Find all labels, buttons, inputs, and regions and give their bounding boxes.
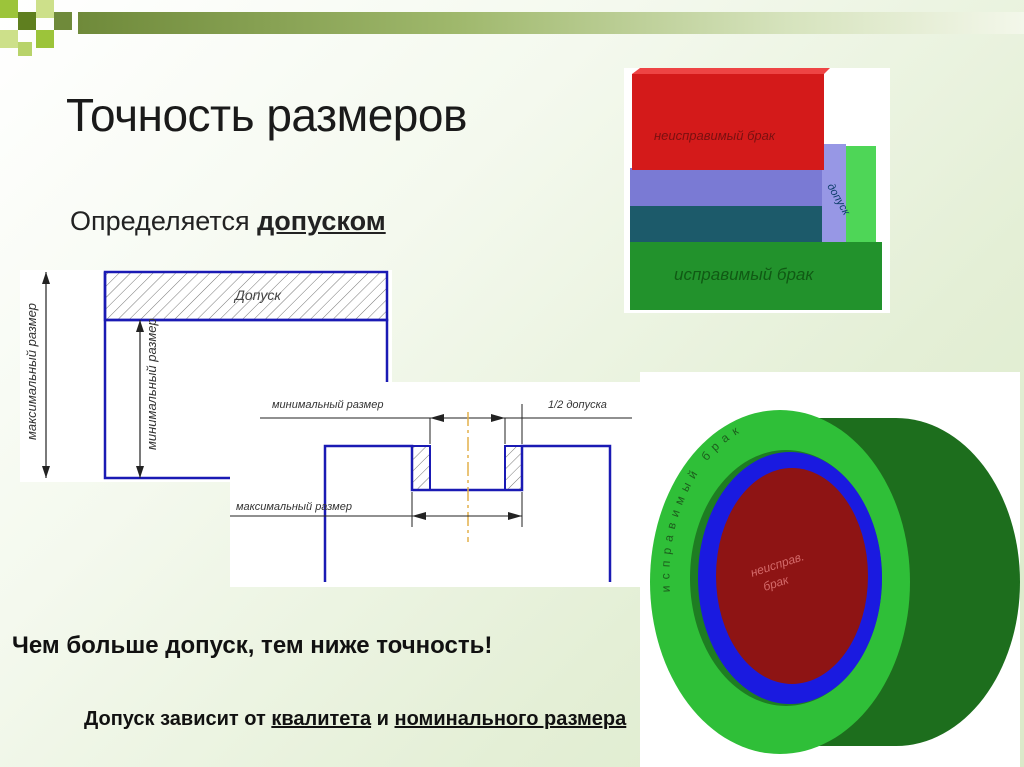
- page-title: Точность размеров: [66, 89, 467, 141]
- header-bar: [78, 12, 1024, 34]
- subtitle-prefix: Определяется: [70, 206, 258, 236]
- fixable-defect-label: исправимый брак: [674, 265, 814, 284]
- link-kvalitet[interactable]: квалитета: [271, 708, 372, 730]
- unfixable-defect-label: неисправимый брак: [654, 128, 776, 143]
- corner-decoration: [0, 0, 72, 56]
- groove-max-size-label: максимальный размер: [236, 501, 352, 513]
- link-nominal-size[interactable]: номинального размера: [394, 708, 627, 730]
- min-size-label: минимальный размер: [144, 318, 159, 450]
- tolerance-zone: [103, 270, 389, 322]
- groove-diagram: минимальный размер 1/2 допуска максималь…: [230, 382, 640, 587]
- note-prefix: Допуск зависит от: [84, 708, 272, 730]
- dependency-note: Допуск зависит от квалитета и номинально…: [84, 708, 626, 731]
- defect-cylinder-diagram: неисправ. брак исправимый брак: [640, 372, 1020, 767]
- groove-min-size-label: минимальный размер: [272, 399, 383, 411]
- tolerance-label: Допуск: [233, 287, 282, 303]
- half-tolerance-label: 1/2 допуска: [548, 399, 607, 411]
- defect-boxes-diagram: неисправимый брак исправимый брак допуск: [624, 68, 890, 313]
- subtitle: Определяется допуском: [70, 206, 386, 237]
- subtitle-emphasis: допуском: [257, 206, 386, 236]
- note-mid: и: [371, 708, 395, 730]
- max-size-label: максимальный размер: [24, 303, 39, 440]
- tolerance-diagram: Допуск максимальный размер минимальный р…: [20, 270, 392, 482]
- claim-text: Чем больше допуск, тем ниже точность!: [12, 632, 493, 659]
